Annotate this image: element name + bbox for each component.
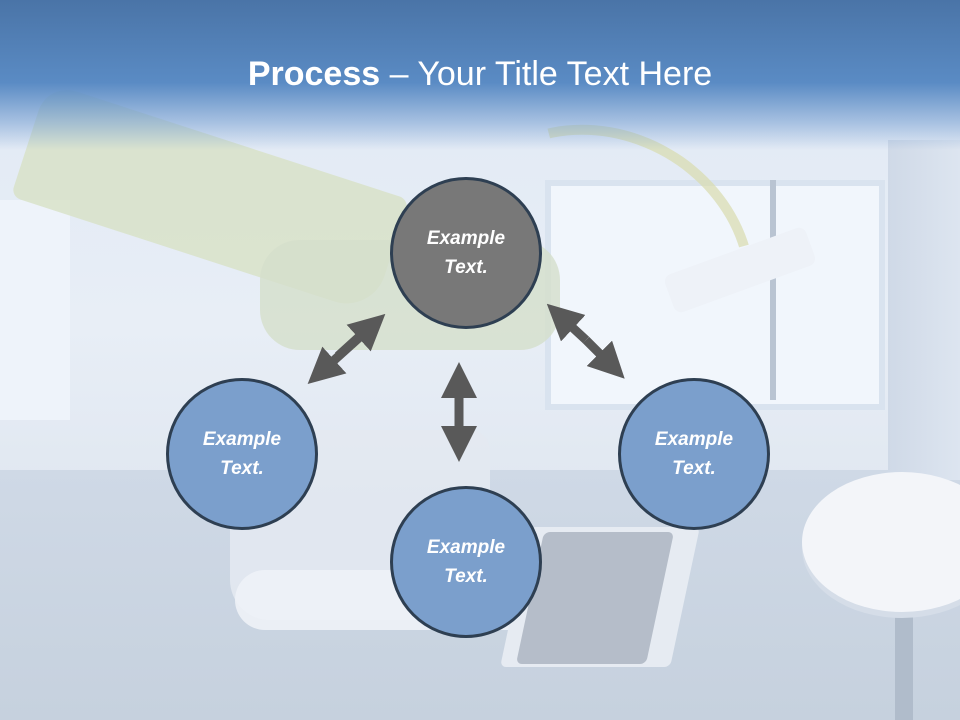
stool-leg <box>895 600 913 720</box>
node-bottom-label: Example Text. <box>426 537 506 587</box>
node-bottom[interactable]: Example Text. <box>390 486 542 638</box>
wall-right <box>888 140 960 480</box>
title-bold: Process <box>247 55 381 93</box>
window-left <box>0 200 70 420</box>
lamp-pole <box>770 180 776 400</box>
center-node[interactable]: Example Text. <box>390 177 542 329</box>
double-arrow-right <box>546 303 625 379</box>
title-text: – Your Title Text Here <box>380 55 713 93</box>
node-left-label: Example Text. <box>202 429 282 479</box>
node-right-label: Example Text. <box>654 429 734 479</box>
round-stool <box>802 472 960 612</box>
node-left[interactable]: Example Text. <box>166 378 318 530</box>
node-right[interactable]: Example Text. <box>618 378 770 530</box>
slide-title[interactable]: Process – Your Title Text Here <box>0 52 960 96</box>
title-bar <box>0 0 960 150</box>
center-node-label: Example Text. <box>426 228 506 278</box>
double-arrow-left <box>307 313 386 385</box>
